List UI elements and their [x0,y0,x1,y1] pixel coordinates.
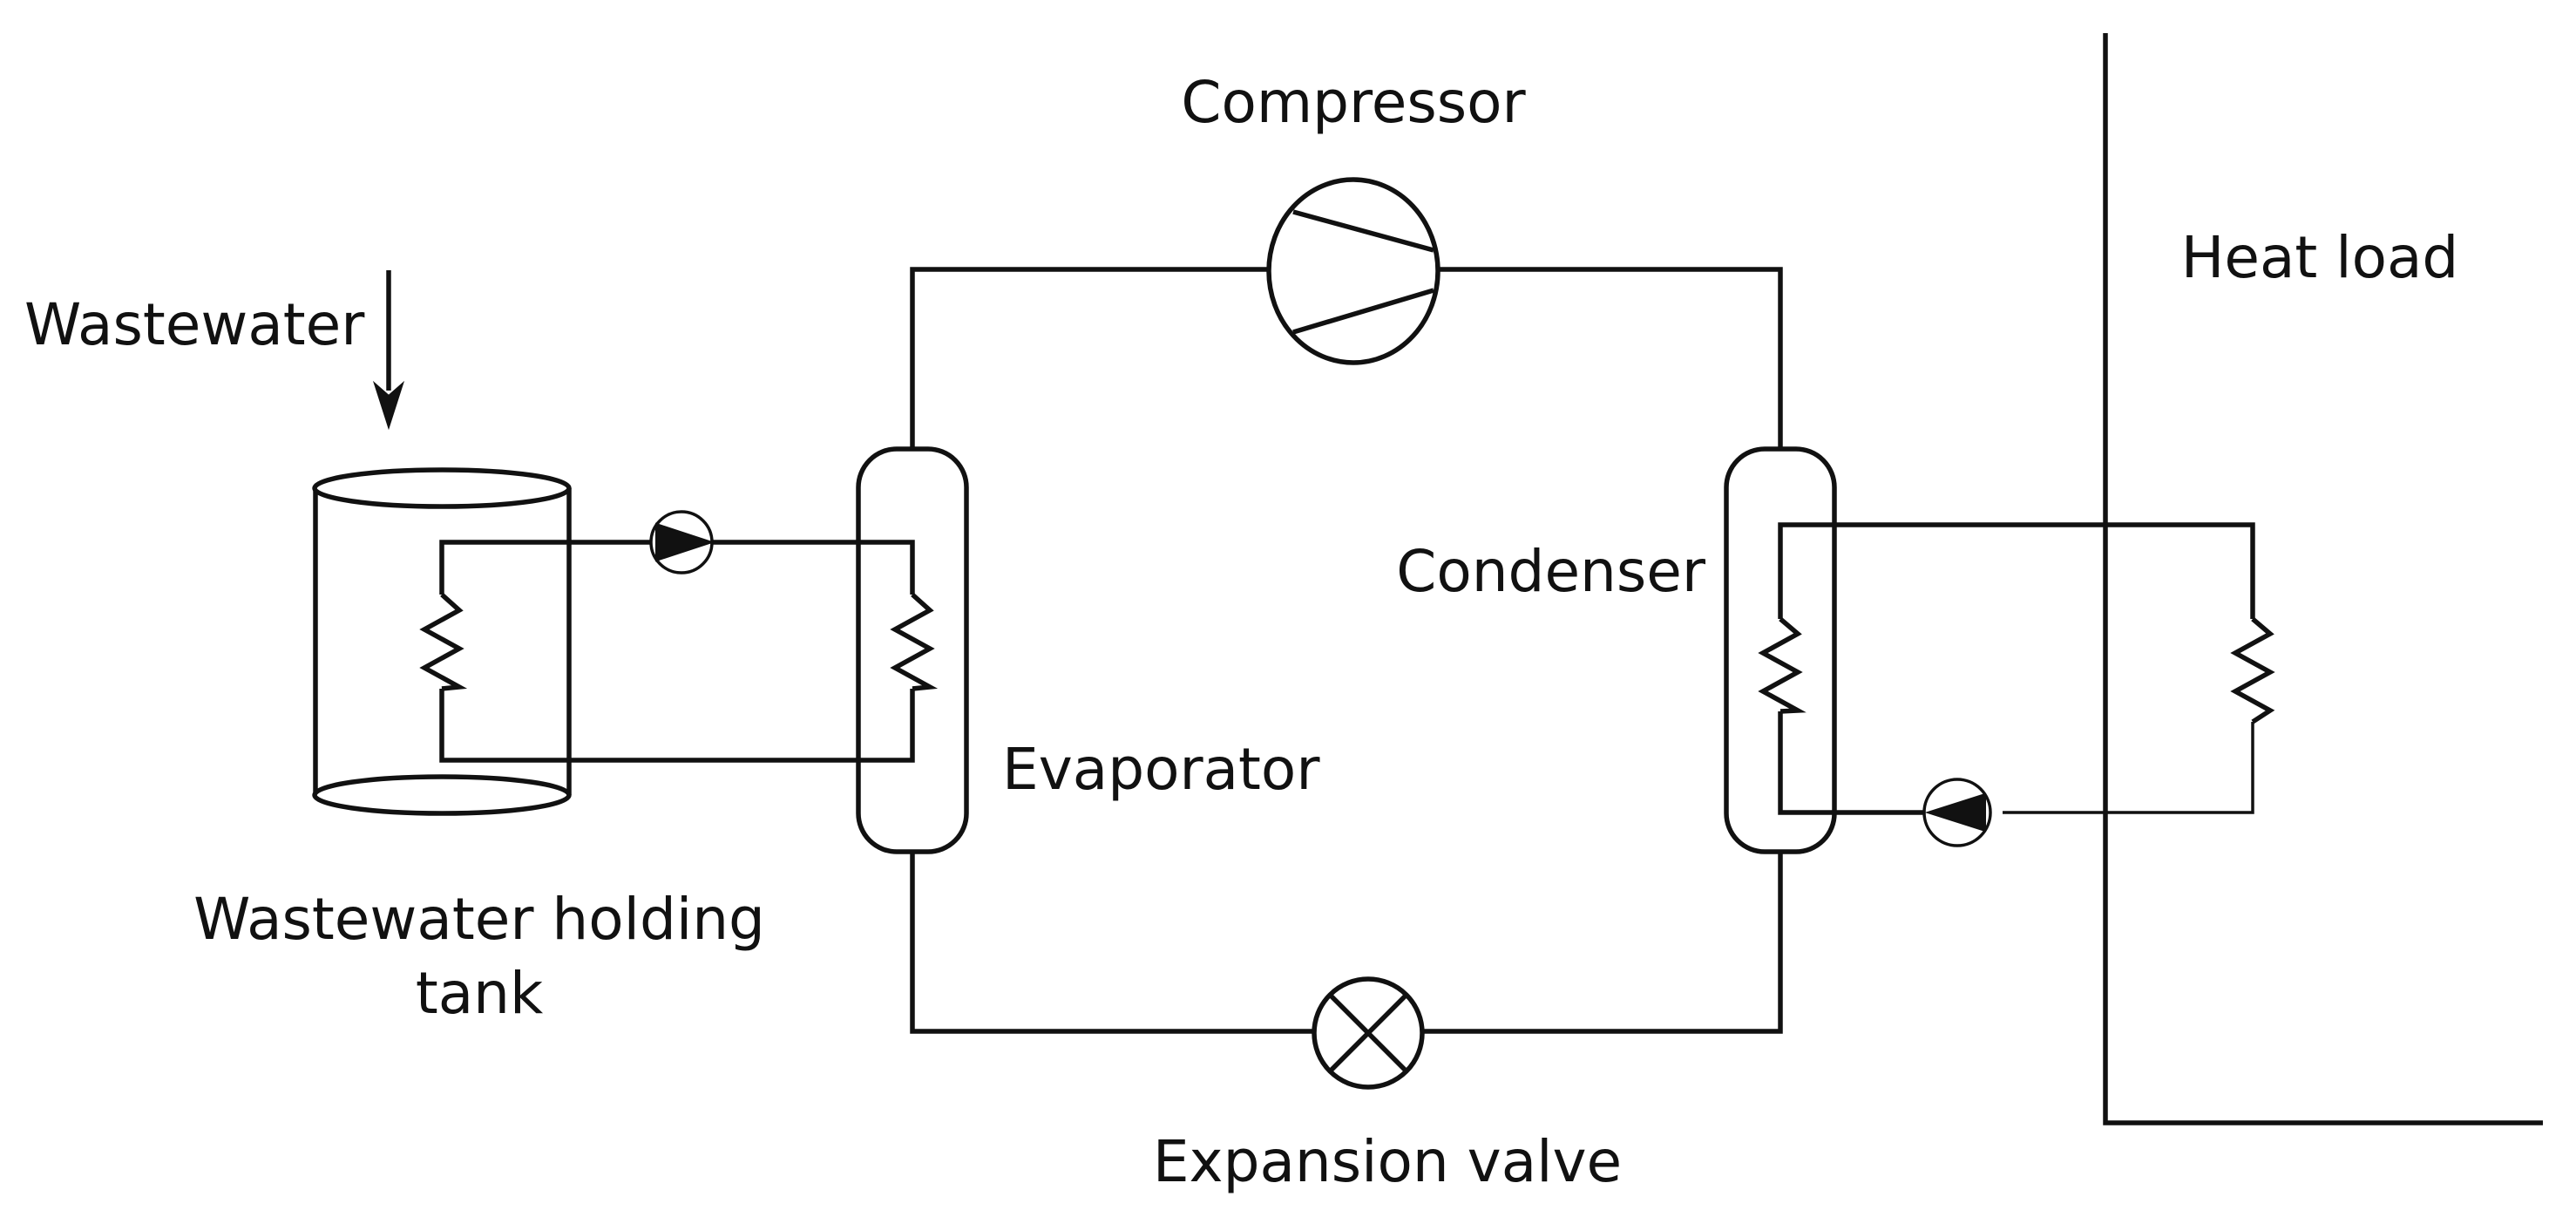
coil-icon [2230,616,2275,724]
coil-icon [1758,616,1807,714]
compressor-label: Compressor [1181,69,1526,136]
coil-icon [419,592,468,691]
expansion-valve-icon [1312,976,1425,1090]
tank-label-line2: tank [416,960,544,1027]
expansion-valve-label: Expansion valve [1153,1128,1622,1195]
compressor-icon [1266,177,1441,365]
coil-icon [890,592,939,691]
arrow-down-icon [372,270,405,431]
wastewater-label: Wastewater [24,291,365,358]
pump-icon [1922,778,1992,847]
evaporator-water-loop [439,540,915,763]
evaporator-shell [856,446,969,854]
condenser-shell [1724,446,1837,854]
condenser-water-loop [1778,522,2255,815]
tank-icon [312,467,572,816]
pump-icon [649,510,715,575]
evaporator-label: Evaporator [1002,736,1320,803]
refrigerant-loop [910,267,1783,1034]
heat-load-label: Heat load [2181,224,2459,291]
heat-load-boundary [2103,33,2543,1125]
tank-label-line1: Wastewater holding [193,886,765,953]
condenser-label: Condenser [1396,538,1706,605]
